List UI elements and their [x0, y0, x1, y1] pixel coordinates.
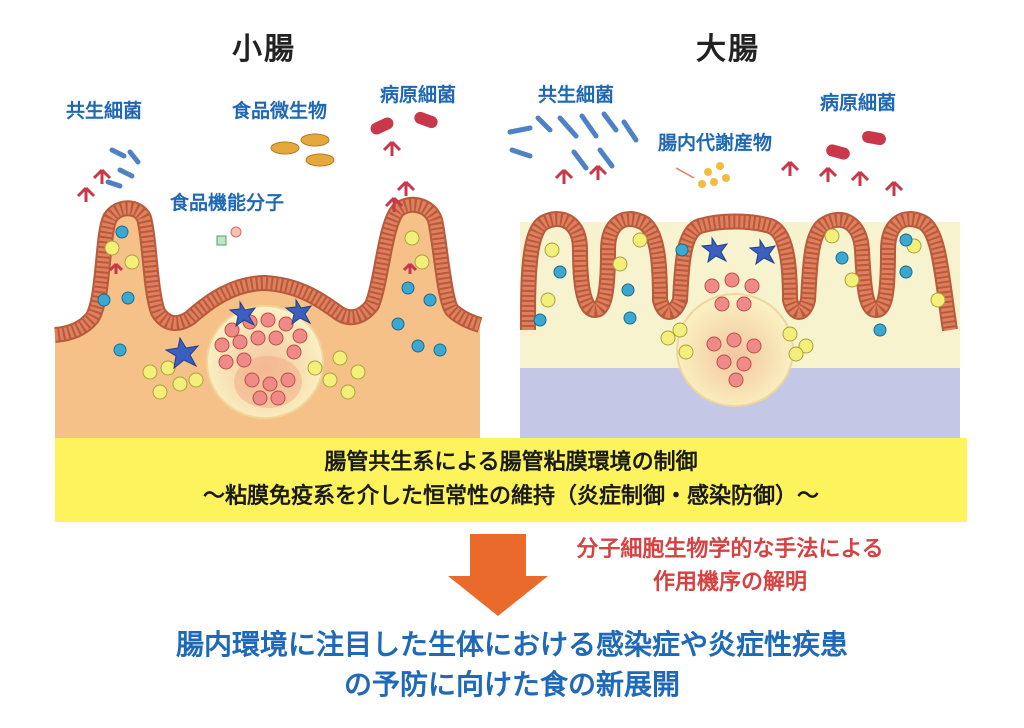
si-food-microbe-label: 食品微生物 — [232, 100, 328, 122]
si-functional-molecule-label: 食品機能分子 — [170, 192, 285, 214]
si-pathogen-label: 病原細菌 — [380, 84, 457, 106]
method-line-2: 作用機序の解明 — [652, 570, 807, 595]
summary-box: 腸管共生系による腸管粘膜環境の制御 ～粘膜免疫系を介した恒常性の維持（炎症制御・… — [55, 438, 967, 522]
si-commensal-label: 共生細菌 — [66, 100, 143, 122]
large-intestine-panel — [507, 111, 960, 438]
li-lymphoid-follicle — [676, 293, 794, 407]
summary-line-1: 腸管共生系による腸管粘膜環境の制御 — [324, 450, 698, 475]
conclusion-text: 腸内環境に注目した生体における感染症や炎症性疾患 の予防に向けた食の新展開 — [0, 625, 1024, 705]
summary-line-2: ～粘膜免疫系を介した恒常性の維持（炎症制御・感染防御）～ — [202, 484, 819, 509]
li-commensal-label: 共生細菌 — [538, 84, 615, 106]
conclusion-line-2: の予防に向けた食の新展開 — [343, 668, 680, 701]
small-intestine-panel — [54, 111, 483, 438]
conclusion-line-1: 腸内環境に注目した生体における感染症や炎症性疾患 — [175, 628, 848, 661]
li-metabolite-label: 腸内代謝産物 — [658, 132, 773, 154]
large-intestine-title: 大腸 — [696, 32, 760, 67]
method-text: 分子細胞生物学的な手法による 作用機序の解明 — [525, 533, 935, 599]
down-arrow — [448, 534, 548, 616]
method-line-1: 分子細胞生物学的な手法による — [576, 537, 884, 562]
li-pathogen-label: 病原細菌 — [820, 92, 897, 114]
small-intestine-title: 小腸 — [232, 32, 296, 67]
